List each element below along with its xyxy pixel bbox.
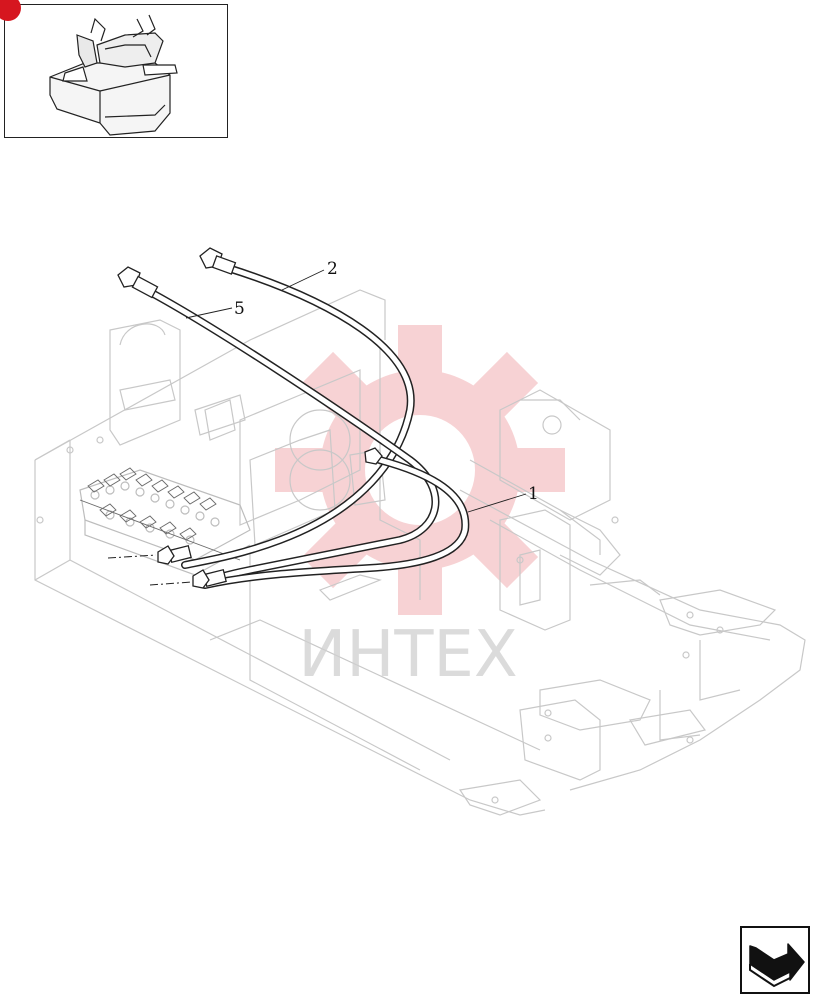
- hose-1: [201, 454, 470, 589]
- thumbnail-badge: [0, 0, 21, 21]
- hose-5: [146, 288, 440, 587]
- return-button[interactable]: [740, 926, 810, 994]
- callout-label-5: 5: [234, 299, 245, 319]
- port-leaders: [107, 554, 193, 586]
- seat-assembly-icon: [49, 14, 178, 136]
- control-valve: [79, 467, 241, 561]
- fitting-hose-2-top: [199, 247, 237, 275]
- watermark-text: ИНТЕХ: [298, 618, 517, 692]
- callout-label-2: 2: [327, 259, 338, 279]
- assembly-thumbnail[interactable]: [0, 0, 228, 138]
- watermark-gear-icon: [275, 325, 565, 615]
- fitting-hose-1-top: [364, 447, 383, 465]
- machine-frame: [34, 289, 806, 816]
- return-arrow-icon: [749, 943, 805, 988]
- callout-label-1: 1: [528, 484, 539, 504]
- hose-fittings: [117, 247, 383, 589]
- fitting-hose-5-bottom: [192, 568, 227, 589]
- fitting-hose-2-bottom: [157, 544, 192, 565]
- callout-leaders: [185, 269, 527, 513]
- fitting-hose-5-top: [117, 266, 159, 299]
